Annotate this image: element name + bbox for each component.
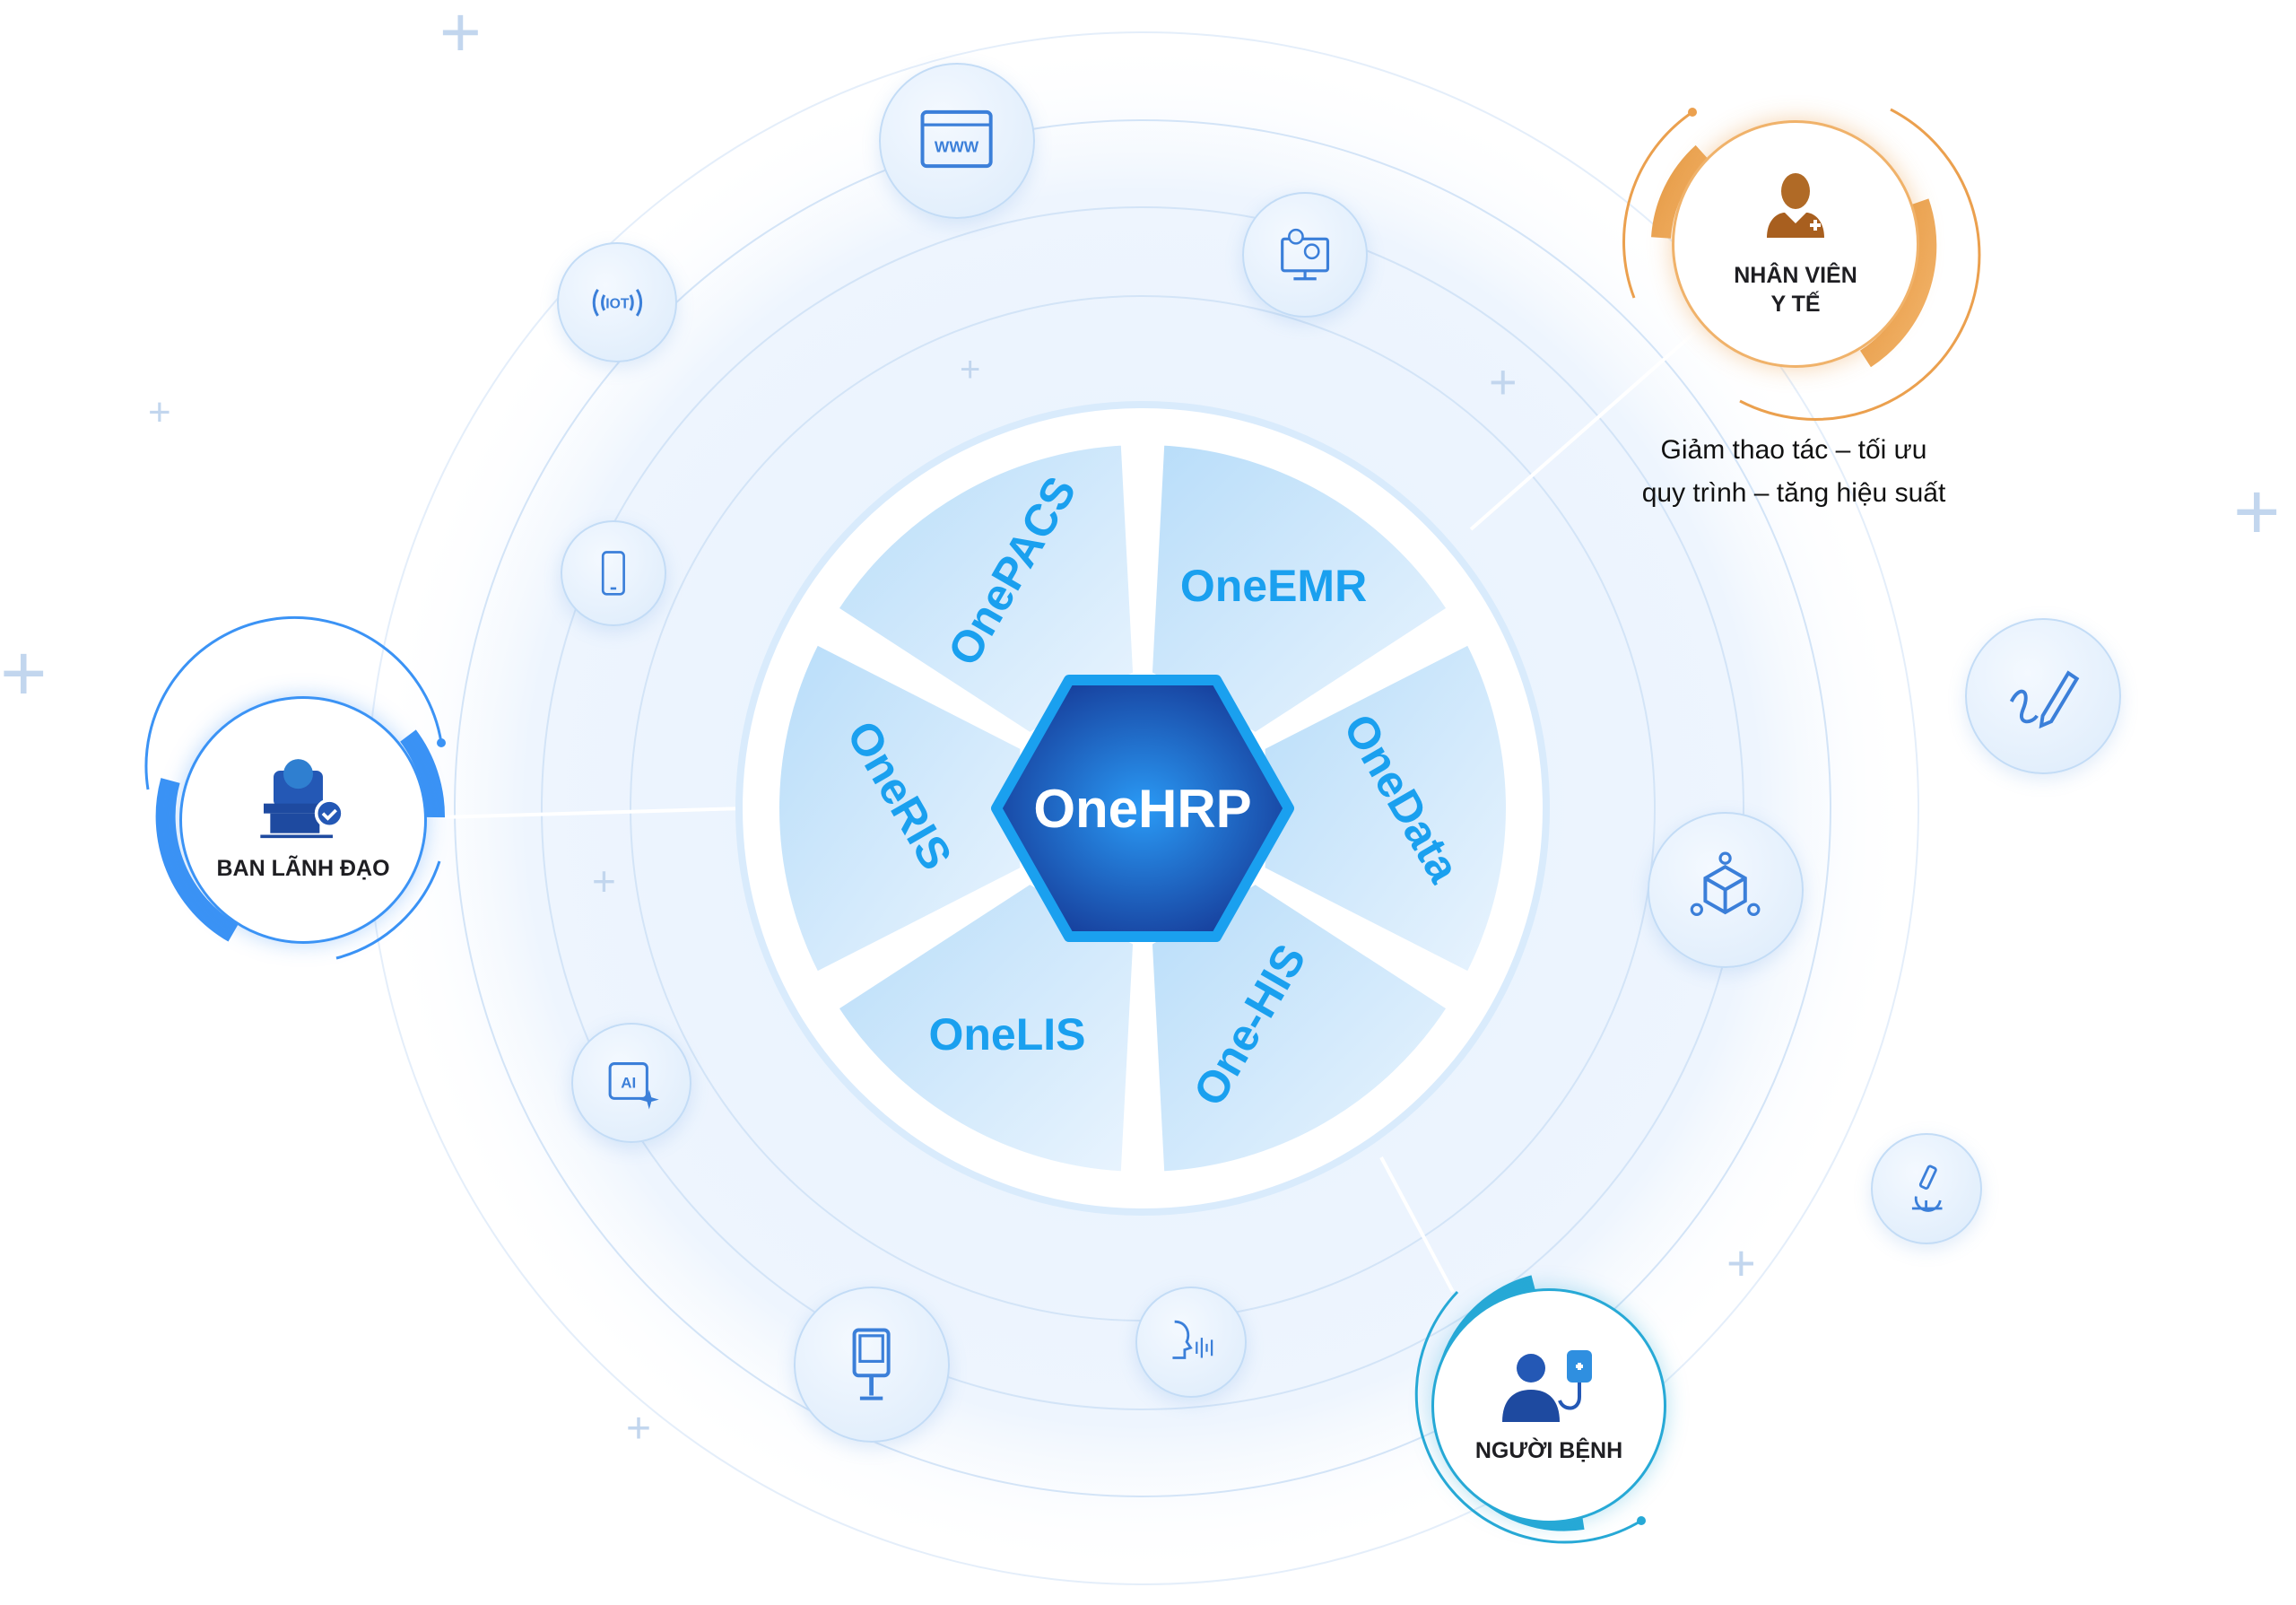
- system-settings-bubble[interactable]: [1242, 192, 1368, 318]
- laboratory-bubble[interactable]: [1871, 1133, 1982, 1244]
- plus-decoration: +: [1489, 355, 1518, 409]
- connector-leaders: [439, 807, 745, 819]
- module-onelis[interactable]: OneLIS: [928, 1009, 1085, 1060]
- connector-staff: [1469, 330, 1697, 531]
- persona-leaders[interactable]: BAN LÃNH ĐẠO: [179, 696, 427, 944]
- e-signature-bubble[interactable]: [1965, 618, 2121, 774]
- persona-staff[interactable]: NHÂN VIÊN Y TẾ: [1672, 120, 1919, 368]
- staff-arcs: [1622, 108, 1981, 421]
- persona-staff-line1: NHÂN VIÊN: [1734, 263, 1857, 288]
- medical-staff-icon: [1767, 173, 1824, 238]
- center-hexagon[interactable]: [991, 675, 1294, 942]
- smartphone-icon: [601, 551, 626, 596]
- kiosk-icon: [852, 1328, 891, 1401]
- connector-patient: [1379, 1156, 1455, 1293]
- module-petals: [774, 440, 1511, 1177]
- caption-line-2: quy trình – tăng hiệu suất: [1641, 478, 1946, 508]
- caption-line-1: Giảm thao tác – tối ưu: [1660, 435, 1927, 465]
- petal-data[interactable]: [1259, 639, 1511, 978]
- petal-ris[interactable]: [774, 639, 1026, 978]
- center-title: OneHRP: [1033, 779, 1251, 839]
- svg-text:WWW: WWW: [935, 138, 979, 156]
- voice-recognition-icon: [1172, 1321, 1213, 1360]
- plus-decoration: +: [148, 390, 171, 434]
- plus-decoration: +: [592, 858, 616, 904]
- staff-benefit-caption: Giảm thao tác – tối ưu quy trình – tăng …: [1596, 429, 1991, 515]
- module-oneemr[interactable]: OneEMR: [1180, 561, 1367, 611]
- kiosk-bubble[interactable]: [794, 1287, 950, 1443]
- data-platform-bubble[interactable]: [1648, 812, 1804, 968]
- petal-his[interactable]: [1146, 878, 1453, 1177]
- plus-decoration: +: [2233, 467, 2281, 557]
- plus-decoration: +: [0, 629, 48, 719]
- plus-decoration: +: [960, 350, 981, 389]
- patient-iv-icon: [1502, 1350, 1592, 1422]
- iot-icon: IOT: [592, 288, 642, 317]
- petal-emr[interactable]: [1146, 440, 1453, 738]
- iot-bubble[interactable]: IOT: [557, 242, 677, 362]
- voice-bubble[interactable]: [1135, 1287, 1247, 1398]
- leaders-arcs: [144, 615, 446, 960]
- mobile-app-bubble[interactable]: [561, 520, 666, 626]
- persona-leaders-label: BAN LÃNH ĐẠO: [216, 856, 390, 881]
- ai-sparkle-icon: AI: [608, 1061, 659, 1110]
- browser-www-icon: WWW: [920, 110, 994, 169]
- petal-lis[interactable]: [832, 878, 1139, 1177]
- microscope-icon: [1912, 1164, 1943, 1213]
- persona-patient-label: NGƯỜI BỆNH: [1474, 1438, 1623, 1463]
- persona-staff-line2: Y TẾ: [1770, 292, 1821, 317]
- web-portal-bubble[interactable]: WWW: [879, 63, 1035, 219]
- petal-pacs[interactable]: [832, 440, 1139, 738]
- plus-decoration: +: [439, 0, 482, 72]
- plus-decoration: +: [1726, 1234, 1756, 1291]
- orbit-rings: [366, 31, 1919, 1585]
- svg-text:IOT: IOT: [605, 296, 630, 311]
- svg-text:AI: AI: [621, 1074, 636, 1091]
- pen-signature-icon: [2010, 670, 2080, 729]
- persona-patient[interactable]: NGƯỜI BỆNH: [1431, 1288, 1666, 1523]
- cube-network-icon: [1691, 851, 1761, 917]
- monitor-gear-icon: [1281, 228, 1329, 281]
- ai-bubble[interactable]: AI: [571, 1023, 691, 1143]
- plus-decoration: +: [626, 1405, 652, 1452]
- leader-podium-icon: [260, 759, 344, 839]
